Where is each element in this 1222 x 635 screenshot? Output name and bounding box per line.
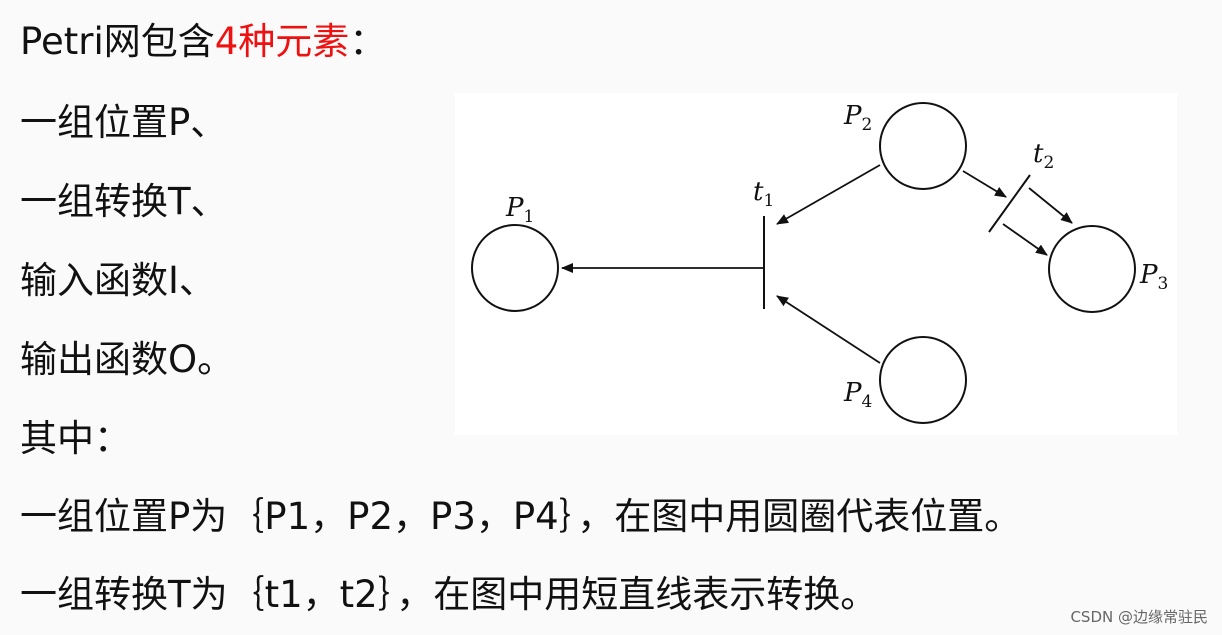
place-p1-circle: [471, 224, 559, 312]
place-p4-circle: [879, 336, 967, 424]
place-p3-circle: [1048, 225, 1136, 313]
place-definition: 一组位置P为｛P1，P2，P3，P4｝，在图中用圆圈代表位置。: [20, 495, 1022, 538]
arc-p2-t2: [962, 170, 1007, 198]
arc-p2-t1: [776, 164, 881, 225]
arc-t2-p3-lower: [1002, 223, 1048, 256]
place-p3-label: P3: [1139, 260, 1168, 294]
arc-p4-t1: [776, 295, 881, 364]
element-output-function: 输出函数O。: [20, 338, 235, 381]
transition-definition: 一组转换T为｛t1，t2｝，在图中用短直线表示转换。: [20, 573, 878, 616]
petri-net-diagram: P1 P2 P3 P4 t1 t2: [455, 93, 1177, 435]
heading-text: Petri网包含: [20, 20, 215, 63]
place-p4-label: P4: [843, 378, 872, 412]
csdn-watermark: CSDN @边缘常驻民: [1070, 608, 1208, 626]
transition-t2-bar: [988, 174, 1031, 233]
place-p2-label: P2: [843, 101, 872, 135]
place-p1-label: P1: [505, 193, 534, 227]
transition-t1-label: t1: [753, 177, 774, 211]
petri-net-svg: P1 P2 P3 P4 t1 t2: [471, 101, 1168, 424]
place-p2-circle: [879, 102, 967, 190]
heading-colon: ：: [349, 20, 387, 63]
element-transition: 一组转换T、: [20, 180, 228, 223]
where-label: 其中：: [20, 417, 131, 460]
element-place: 一组位置P、: [20, 101, 228, 144]
heading-line: Petri网包含4种元素：: [20, 20, 386, 64]
heading-highlight: 4种元素: [214, 20, 350, 63]
element-input-function: 输入函数I、: [20, 259, 216, 302]
transition-t2-label: t2: [1033, 139, 1054, 173]
arc-t2-p3-upper: [1028, 187, 1073, 224]
